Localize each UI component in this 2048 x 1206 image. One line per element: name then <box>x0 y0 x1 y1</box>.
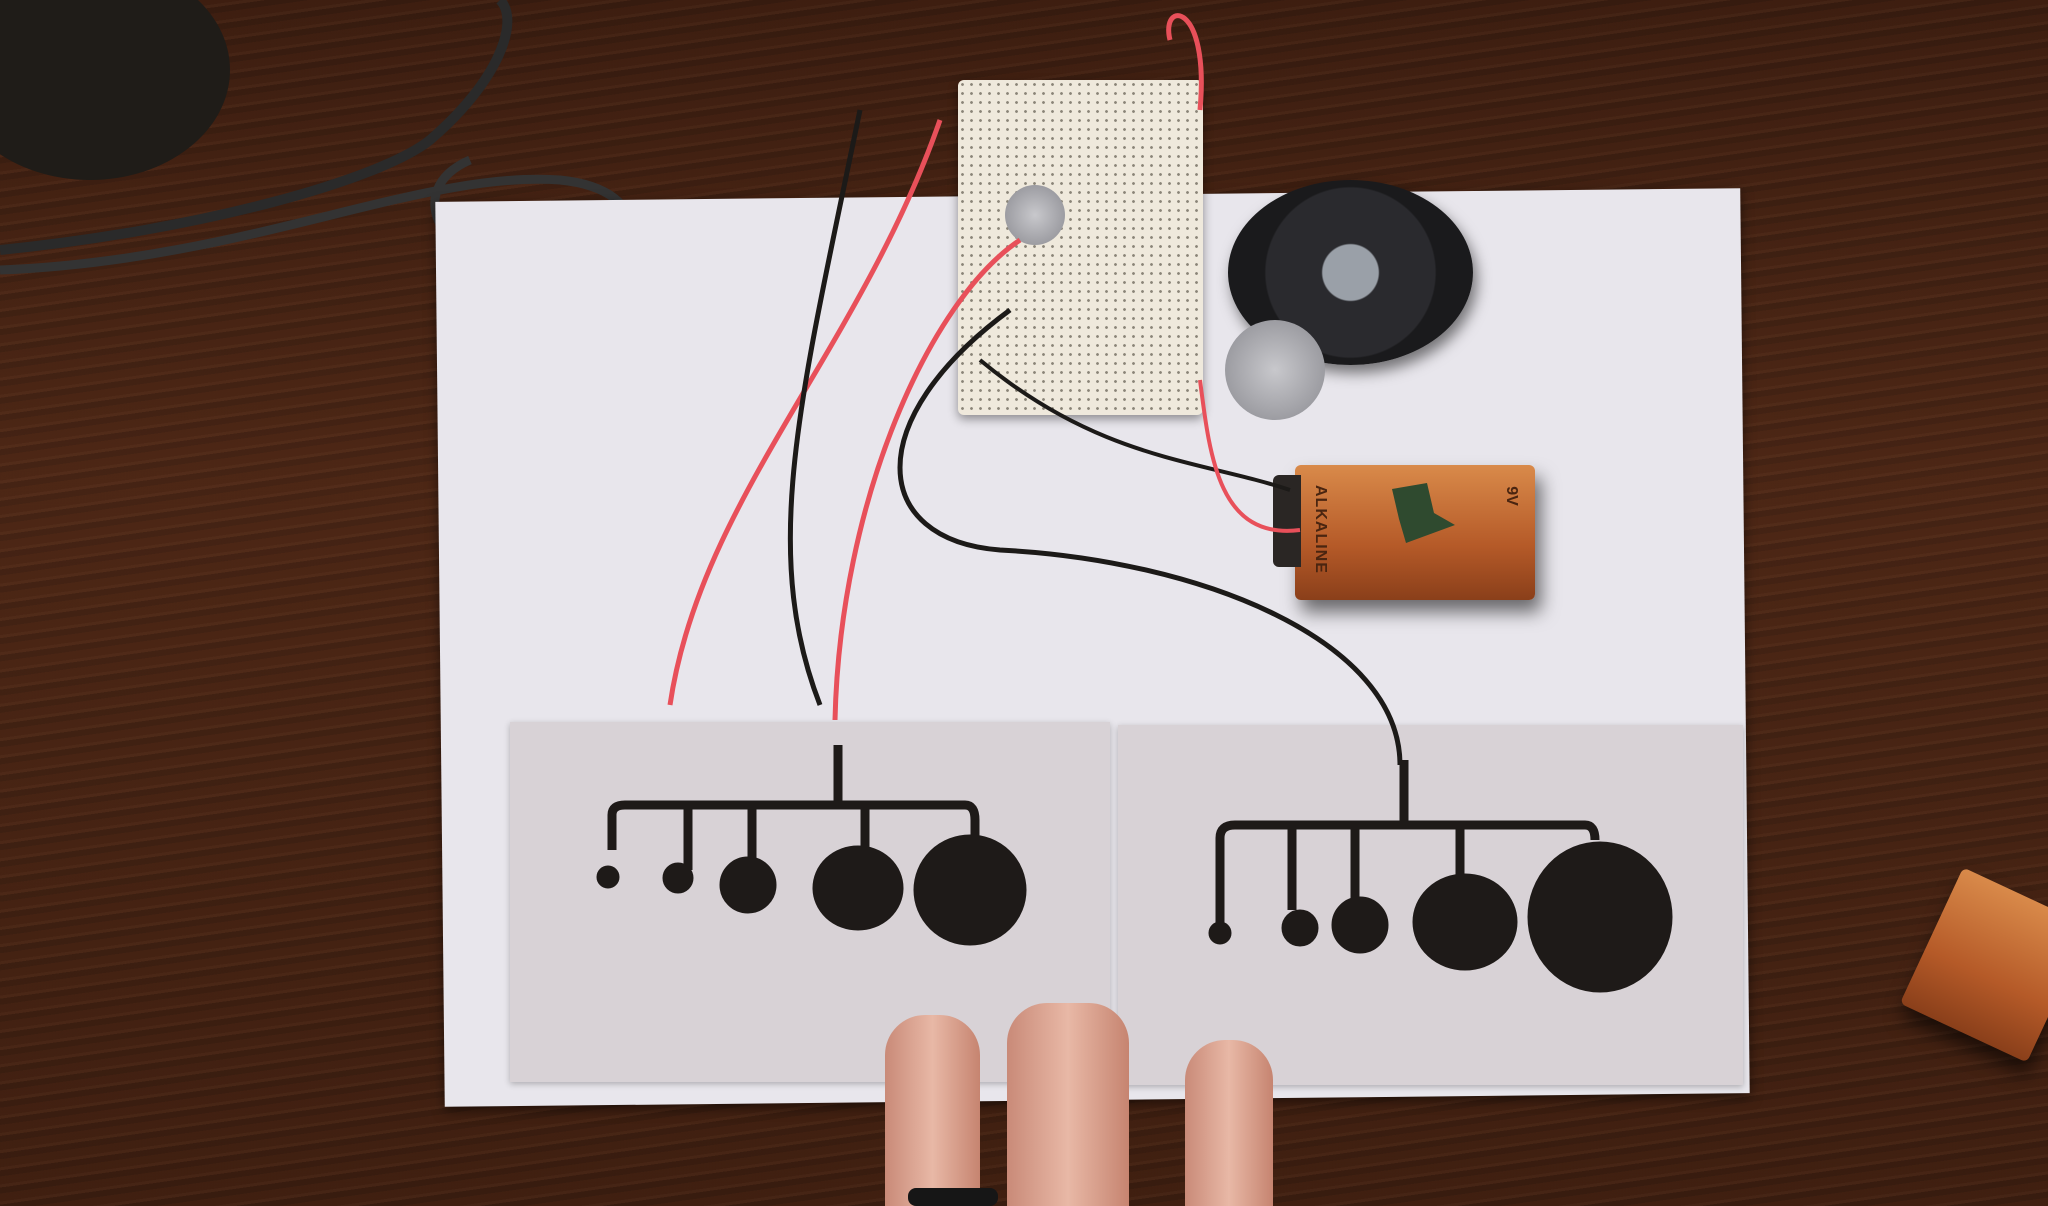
finger-index <box>885 1015 980 1206</box>
finger-ring <box>1185 1040 1273 1206</box>
battery-9v: ALKALINE 9V <box>1273 465 1535 600</box>
potentiometer-knob <box>1005 185 1065 245</box>
volume-potentiometer <box>1225 320 1325 420</box>
finger-ring-band <box>908 1188 998 1206</box>
finger-middle <box>1007 1003 1129 1206</box>
breadboard <box>958 80 1203 415</box>
